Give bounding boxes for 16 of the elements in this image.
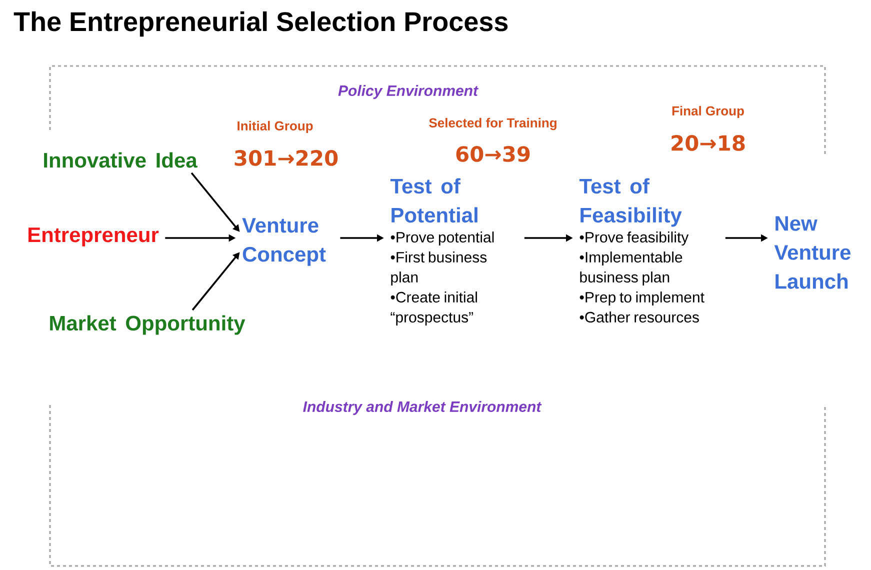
stage-text: Test of Potential •Prove potential •First business plan •Create initial “prospectus” bbox=[390, 178, 494, 326]
stage-text: New Venture Launch bbox=[774, 216, 850, 289]
stage-text: Test of Feasibility •Prove feasibility •Implementable business plan •Prep to implement •Gather resources bbox=[579, 178, 704, 323]
group-count: 20→18 bbox=[672, 135, 745, 151]
input-text: Market Opportunity bbox=[50, 315, 246, 335]
title: The Entrepreneurial Selection Process bbox=[14, 11, 508, 37]
environment-label: Policy Environment bbox=[338, 85, 479, 99]
group-count: 60→39 bbox=[456, 146, 530, 162]
stage-text: Venture Concept bbox=[242, 218, 326, 266]
environment-label: Industry and Market Environment bbox=[303, 401, 542, 415]
group-label: Selected for Training bbox=[429, 118, 556, 130]
group-label: Initial Group bbox=[238, 120, 313, 134]
input-text: Innovative Idea bbox=[44, 152, 198, 168]
input-text: Entrepreneur bbox=[28, 228, 159, 246]
group-label: Final Group bbox=[672, 106, 744, 118]
group-count: 301→220 bbox=[234, 150, 338, 166]
